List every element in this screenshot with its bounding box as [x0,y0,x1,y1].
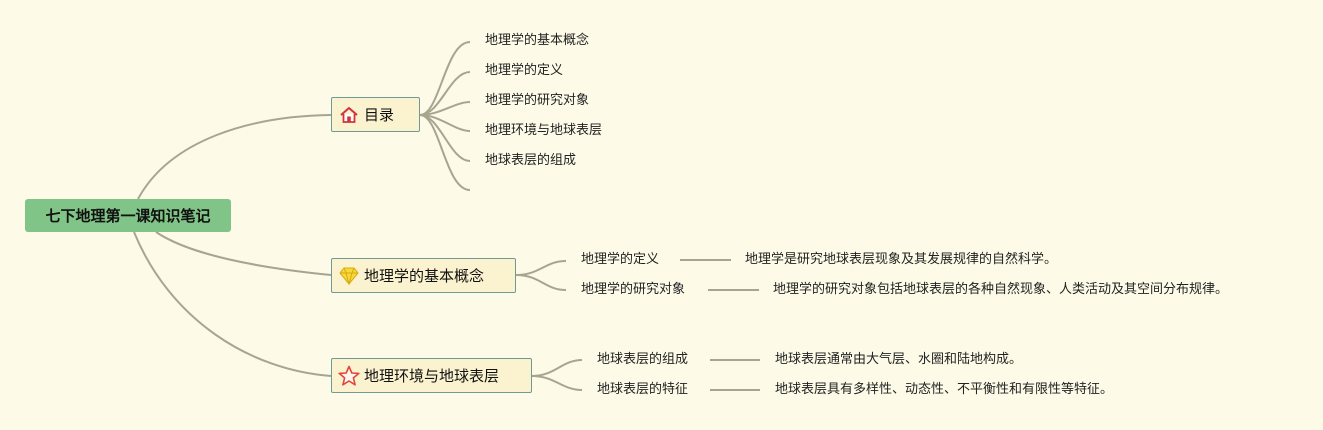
environment-detail[interactable]: 地球表层具有多样性、动态性、不平衡性和有限性等特征。 [775,382,1114,397]
concept-term[interactable]: 地理学的定义 [581,252,660,267]
branch-concepts[interactable]: 地理学的基本概念 [331,258,516,293]
link-toc-6 [419,114,471,191]
branch-environment-label: 地理环境与地球表层 [364,367,500,385]
link-concepts-2 [515,274,567,291]
toc-item[interactable]: 地球表层的组成 [485,153,577,168]
toc-item[interactable]: 地理学的基本概念 [485,33,590,48]
root-topic[interactable]: 七下地理第一课知识笔记 [25,199,231,232]
toc-item[interactable]: 地理学的研究对象 [485,93,590,108]
branch-toc[interactable]: 目录 [331,97,420,132]
branch-environment[interactable]: 地理环境与地球表层 [331,358,532,393]
link-env-2 [531,375,583,391]
toc-item[interactable]: 地理环境与地球表层 [485,123,603,138]
root-topic-label: 七下地理第一课知识笔记 [45,207,211,225]
concept-detail[interactable]: 地理学的研究对象包括地球表层的各种自然现象、人类活动及其空间分布规律。 [773,282,1229,297]
star-icon [338,365,360,387]
link-root-to-toc [137,114,332,200]
environment-term[interactable]: 地球表层的组成 [597,352,689,367]
environment-detail[interactable]: 地球表层通常由大气层、水圈和陆地构成。 [775,352,1023,367]
environment-term[interactable]: 地球表层的特征 [597,382,689,397]
toc-item[interactable]: 地理学的定义 [485,63,564,78]
link-env-1 [531,359,583,377]
concept-detail[interactable]: 地理学是研究地球表层现象及其发展规律的自然科学。 [745,252,1058,267]
link-toc-1 [419,41,471,116]
link-root-to-environment [133,231,332,377]
concept-term[interactable]: 地理学的研究对象 [581,282,686,297]
branch-toc-label: 目录 [364,106,395,124]
link-root-to-concepts [155,231,332,276]
gem-icon [338,265,360,287]
house-icon [338,104,360,126]
branch-concepts-label: 地理学的基本概念 [364,267,485,285]
link-concepts-1 [515,260,567,276]
